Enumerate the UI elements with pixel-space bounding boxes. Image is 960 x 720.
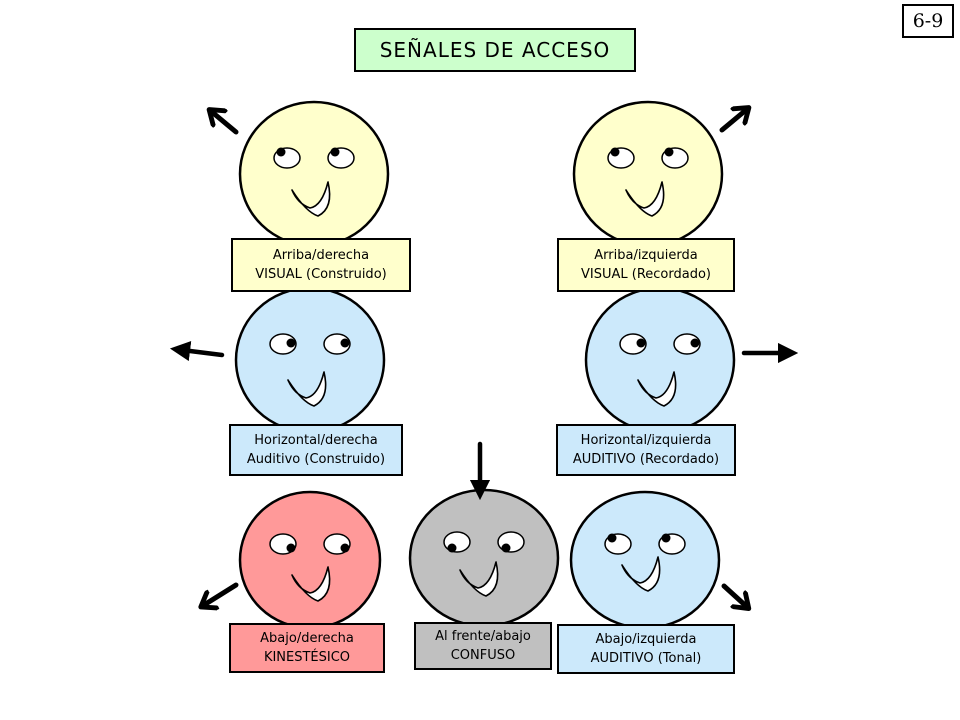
face-horizontal-derecha — [234, 286, 386, 434]
label-line-1: Abajo/izquierda — [595, 632, 697, 647]
arrow-down-left-icon — [204, 582, 239, 605]
pupil — [607, 533, 617, 543]
label-line-2: VISUAL (Construido) — [255, 267, 387, 282]
label-line-2: VISUAL (Recordado) — [581, 267, 711, 282]
mouth — [637, 371, 677, 407]
mouth — [459, 561, 499, 597]
face-outline — [572, 100, 724, 248]
pupil — [276, 147, 286, 157]
face-outline — [234, 286, 386, 434]
arrow-up-right-icon — [719, 110, 746, 133]
pupil — [501, 543, 511, 553]
label-line-2: Auditivo (Construido) — [246, 452, 386, 467]
pupil — [610, 147, 620, 157]
label-line-1: Al frente/abajo — [435, 629, 531, 644]
pupil — [664, 147, 674, 157]
face-outline — [408, 488, 560, 628]
label-line-1: Abajo/derecha — [260, 631, 354, 646]
label-line-2: AUDITIVO (Tonal) — [590, 651, 702, 666]
arrow-up-left-icon — [212, 112, 239, 135]
face-al-frente-abajo — [408, 488, 560, 628]
pupil — [286, 338, 296, 348]
mouth — [625, 181, 665, 217]
pupil — [330, 147, 340, 157]
mouth — [291, 181, 331, 217]
label-line-2: CONFUSO — [450, 648, 516, 663]
face-outline — [569, 490, 721, 630]
face-arriba-derecha — [238, 100, 390, 248]
face-outline — [584, 286, 736, 434]
label-line-1: Horizontal/izquierda — [580, 433, 712, 448]
page-title: SEÑALES DE ACCESO — [354, 28, 636, 72]
mouth — [621, 556, 661, 592]
pupil — [690, 338, 700, 348]
arrow-left-icon — [169, 340, 225, 362]
pupil — [286, 543, 296, 553]
label-line-1: Arriba/derecha — [272, 248, 370, 263]
face-abajo-derecha — [238, 490, 382, 630]
pupil — [340, 338, 350, 348]
face-outline — [238, 100, 390, 248]
label-line-2: KINESTÉSICO — [263, 650, 351, 665]
pupil — [340, 543, 350, 553]
pupil — [447, 543, 457, 553]
face-abajo-izquierda — [569, 490, 721, 630]
label-line-2: AUDITIVO (Recordado) — [572, 452, 720, 467]
arrow-down-right-icon — [721, 583, 746, 606]
pupil — [661, 533, 671, 543]
pupil — [636, 338, 646, 348]
page-number: 6-9 — [902, 4, 954, 38]
label-line-1: Arriba/izquierda — [594, 248, 698, 263]
mouth — [291, 566, 331, 602]
face-horizontal-izquierda — [584, 286, 736, 434]
label-line-1: Horizontal/derecha — [254, 433, 378, 448]
face-arriba-izquierda — [572, 100, 724, 248]
mouth — [287, 371, 327, 407]
face-outline — [238, 490, 382, 630]
